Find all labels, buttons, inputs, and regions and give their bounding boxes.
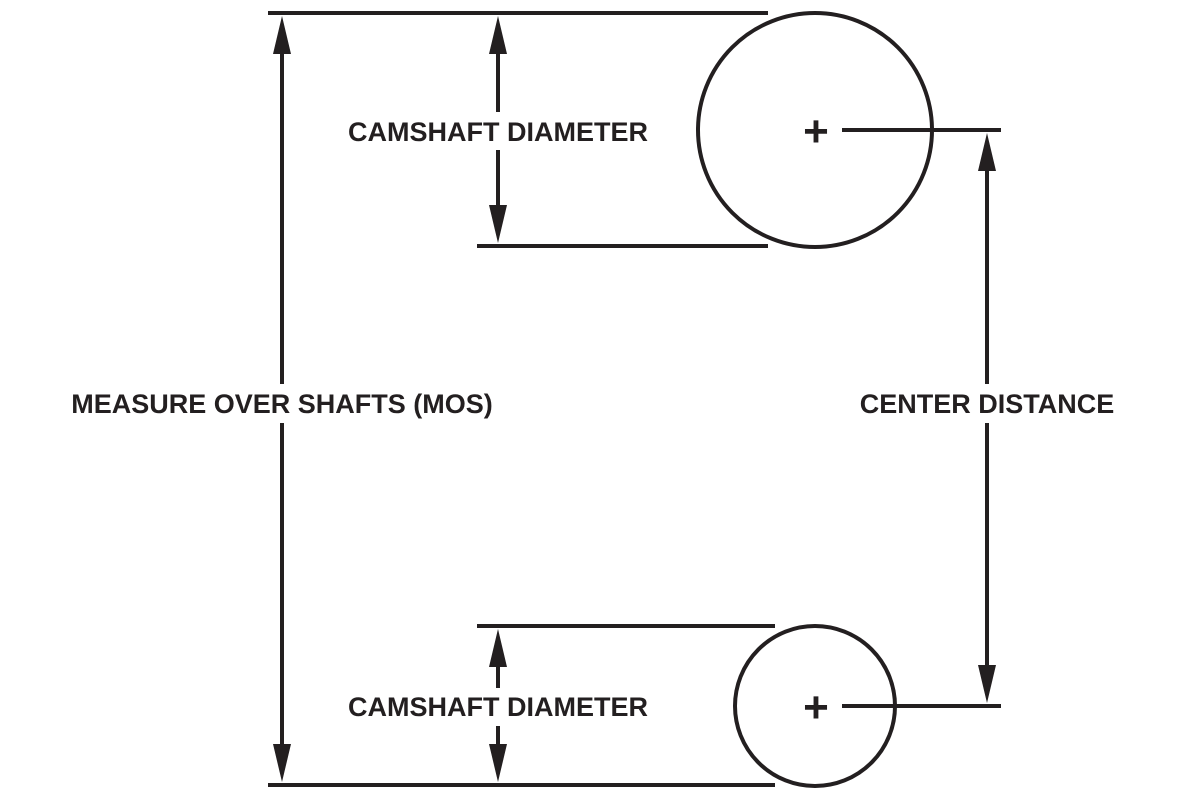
bottom-center-mark: + (803, 683, 829, 732)
mos-dimension (273, 16, 291, 782)
bottom-diameter-label: CAMSHAFT DIAMETER (348, 692, 648, 722)
center-distance-arrow-down-icon (978, 665, 996, 703)
mos-arrow-down-icon (273, 744, 291, 782)
bottom-diameter-dimension (489, 629, 507, 782)
bottom-diameter-arrow-up-icon (489, 629, 507, 667)
mos-label: MEASURE OVER SHAFTS (MOS) (71, 389, 493, 419)
mos-arrow-up-icon (273, 16, 291, 54)
top-diameter-label: CAMSHAFT DIAMETER (348, 117, 648, 147)
center-distance-dimension (978, 133, 996, 703)
center-distance-arrow-up-icon (978, 133, 996, 171)
bottom-diameter-arrow-down-icon (489, 744, 507, 782)
top-diameter-arrow-up-icon (489, 16, 507, 54)
center-distance-label: CENTER DISTANCE (860, 389, 1115, 419)
top-diameter-dimension (489, 16, 507, 243)
top-diameter-arrow-down-icon (489, 205, 507, 243)
top-center-mark: + (803, 107, 829, 156)
